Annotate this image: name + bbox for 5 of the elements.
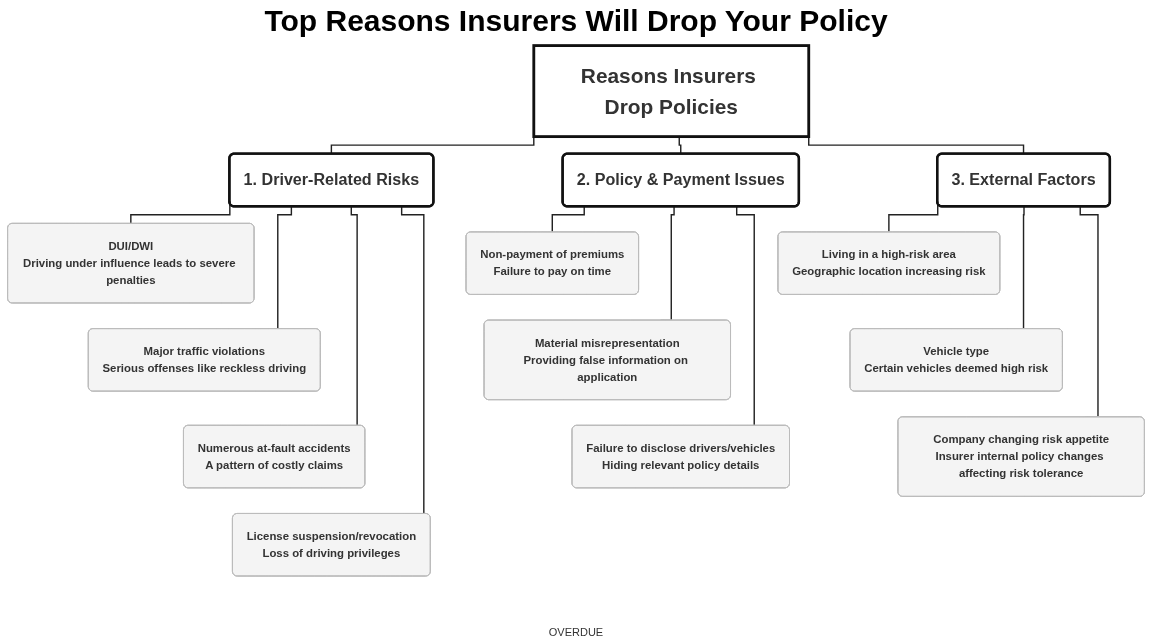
title: Top Reasons Insurers Will Drop Your Policy (263, 4, 889, 38)
icon-label: OVERDUE (548, 626, 604, 638)
node-box: Reasons Insurers Drop Policies (532, 44, 811, 138)
connector (400, 206, 425, 515)
connector (1079, 206, 1099, 418)
